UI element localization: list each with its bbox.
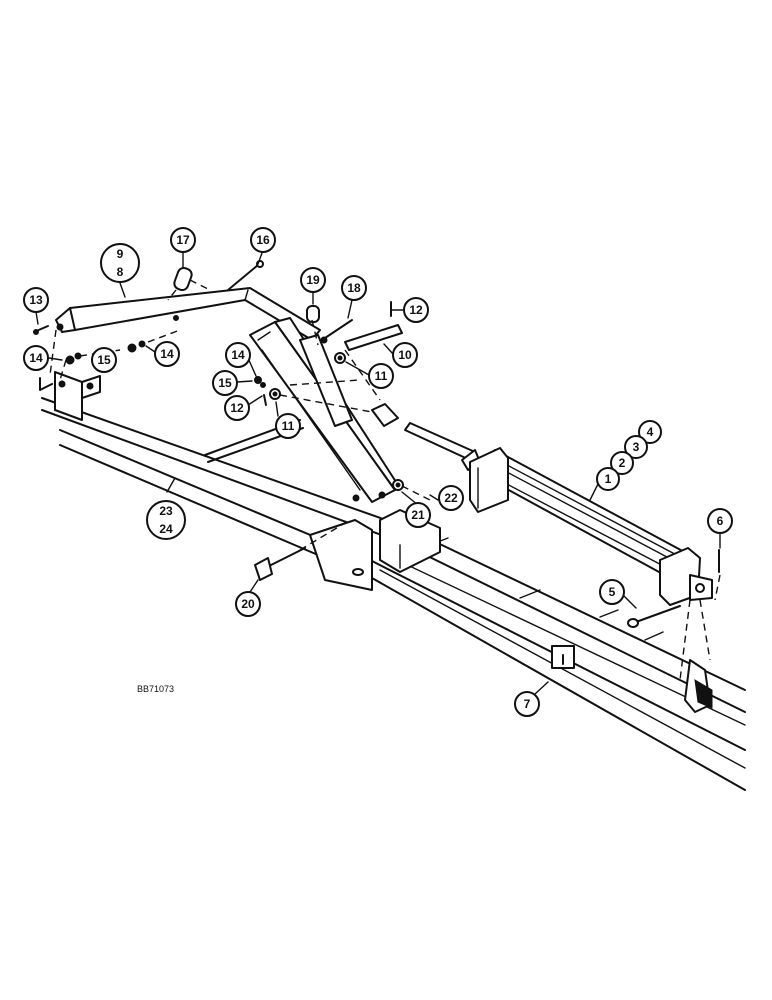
svg-text:11: 11 xyxy=(282,419,295,433)
drawing-code: BB71073 xyxy=(137,684,174,694)
callout-leaders xyxy=(35,252,721,695)
svg-text:7: 7 xyxy=(524,697,531,711)
callout-stack-1-4: 4 3 2 1 xyxy=(596,420,662,491)
svg-text:13: 13 xyxy=(29,293,43,307)
callout-4: 4 xyxy=(647,425,654,439)
callout-3: 3 xyxy=(633,440,640,454)
callout-15-right: 15 xyxy=(212,370,238,396)
callout-16: 16 xyxy=(250,227,276,253)
callout-7: 7 xyxy=(514,691,540,717)
svg-text:20: 20 xyxy=(241,597,255,611)
callout-14-left: 14 xyxy=(23,345,49,371)
callout-15-left: 15 xyxy=(91,347,117,373)
callout-2: 2 xyxy=(619,456,626,470)
svg-text:5: 5 xyxy=(609,585,616,599)
svg-text:15: 15 xyxy=(218,376,232,390)
callout-9-label: 9 xyxy=(117,247,124,261)
callout-24: 24 xyxy=(159,522,173,536)
svg-text:14: 14 xyxy=(29,351,43,365)
svg-text:14: 14 xyxy=(160,347,174,361)
svg-text:6: 6 xyxy=(717,514,724,528)
callout-stack-9-8: 9 8 xyxy=(100,243,140,283)
svg-text:15: 15 xyxy=(97,353,111,367)
callout-13: 13 xyxy=(23,287,49,313)
svg-text:14: 14 xyxy=(231,348,245,362)
svg-text:18: 18 xyxy=(347,281,361,295)
callout-22: 22 xyxy=(438,485,464,511)
callout-19: 19 xyxy=(300,267,326,293)
svg-text:12: 12 xyxy=(230,401,244,415)
angled-link-arm xyxy=(249,317,399,503)
svg-text:17: 17 xyxy=(176,233,190,247)
callout-14-right: 14 xyxy=(225,342,251,368)
svg-text:19: 19 xyxy=(306,273,320,287)
callout-23: 23 xyxy=(159,504,173,518)
callout-17: 17 xyxy=(170,227,196,253)
svg-text:10: 10 xyxy=(398,348,412,362)
callout-14-mid: 14 xyxy=(154,341,180,367)
callout-8-label: 8 xyxy=(117,265,124,279)
callout-11-top: 11 xyxy=(368,363,394,389)
svg-text:12: 12 xyxy=(409,303,423,317)
svg-text:21: 21 xyxy=(411,508,425,522)
callout-labels: 17 16 13 19 18 12 10 11 14 15 14 14 15 1… xyxy=(23,227,733,717)
lower-lug-plate xyxy=(309,519,373,591)
callout-21: 21 xyxy=(405,502,431,528)
callout-6: 6 xyxy=(707,508,733,534)
callout-stack-23-24: 23 24 xyxy=(146,500,186,540)
callout-11-mid: 11 xyxy=(275,413,301,439)
svg-text:16: 16 xyxy=(256,233,270,247)
callout-18: 18 xyxy=(341,275,367,301)
left-mounting-plate xyxy=(54,371,101,421)
svg-text:11: 11 xyxy=(375,369,388,383)
hydraulic-cylinder xyxy=(404,422,713,606)
callout-20: 20 xyxy=(235,591,261,617)
callout-5: 5 xyxy=(599,579,625,605)
hardware xyxy=(33,260,720,628)
callout-12-top: 12 xyxy=(403,297,429,323)
callout-10: 10 xyxy=(392,342,418,368)
dashed-leaders xyxy=(49,279,721,681)
callout-1: 1 xyxy=(605,472,612,486)
callout-12-mid: 12 xyxy=(224,395,250,421)
svg-text:22: 22 xyxy=(444,491,458,505)
